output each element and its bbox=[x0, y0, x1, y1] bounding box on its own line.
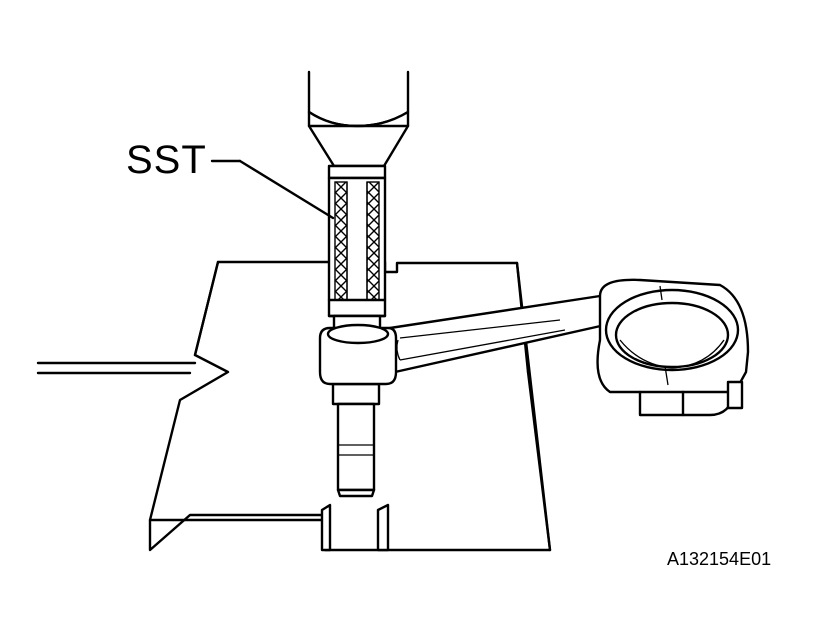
sst-tool bbox=[327, 164, 387, 338]
sst-leader-line bbox=[210, 159, 335, 220]
sst-label: SST bbox=[126, 138, 207, 182]
connecting-rod bbox=[318, 278, 750, 417]
figure-id: A132154E01 bbox=[667, 549, 772, 569]
tool-pilot bbox=[331, 382, 381, 498]
guide-rod bbox=[36, 361, 197, 375]
press-ram bbox=[307, 70, 410, 168]
